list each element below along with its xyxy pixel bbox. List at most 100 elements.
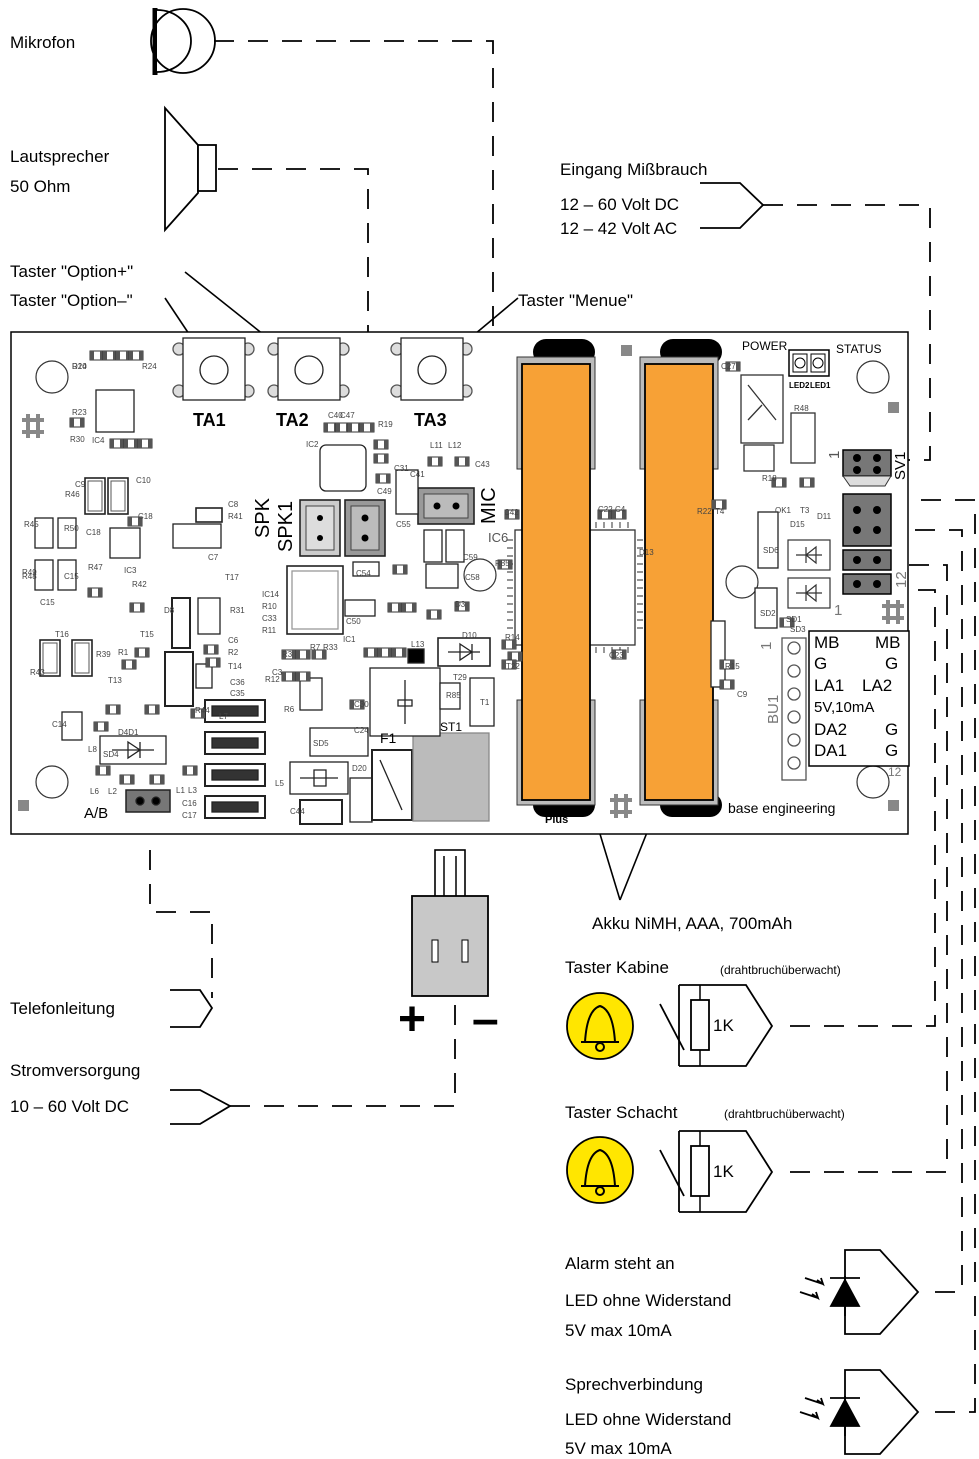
mic-connector	[417, 487, 475, 525]
component-label: C15	[64, 572, 79, 581]
battery-plus-bottom: Plus	[545, 814, 569, 826]
wire-telefon	[149, 850, 213, 998]
taster-kabine-symbol	[566, 984, 774, 1067]
led-sprech-symbol	[799, 1369, 920, 1455]
ta3-label: TA3	[414, 410, 447, 430]
component-label: C6	[228, 636, 239, 645]
component-label: R20	[72, 362, 87, 371]
taster-menue-label: Taster "Menue"	[518, 291, 634, 310]
led2-label: LED2	[789, 381, 810, 390]
component-label: C17	[182, 811, 197, 820]
component-label: R47	[88, 563, 103, 572]
wire-strom	[230, 1005, 456, 1107]
component-label: D8	[164, 606, 175, 615]
component-label: R22	[697, 507, 712, 516]
component-label: R48	[794, 404, 809, 413]
schacht-resistor-label: 1K	[713, 1162, 734, 1181]
eingang-missbrauch-label: Eingang Mißbrauch	[560, 160, 708, 179]
bu1-connector	[781, 637, 807, 781]
component-label: T1	[480, 698, 490, 707]
component-label: R45	[24, 520, 39, 529]
taster-schacht-label: Taster Schacht	[565, 1103, 678, 1122]
wire-sprech	[890, 499, 976, 1413]
num-12-bu: 12	[888, 765, 902, 779]
status-leds	[788, 349, 830, 377]
component-label: R1	[118, 648, 129, 657]
pin-row4: 5V,10mA	[814, 699, 875, 716]
component-label: T22	[506, 662, 520, 671]
base-engineering-label: base engineering	[728, 800, 836, 816]
power-label: POWER	[742, 339, 788, 353]
component-label: C59	[463, 553, 478, 562]
component-label: R85	[495, 559, 510, 568]
component-label: R3	[282, 650, 293, 659]
component-label: L13	[411, 640, 425, 649]
hash-marks	[22, 414, 904, 818]
component-label: L3	[188, 786, 197, 795]
component-label: T17	[225, 573, 239, 582]
plus-sign: +	[398, 993, 427, 1046]
component-label: C16	[182, 799, 197, 808]
pin-row3-right: LA2	[862, 676, 893, 695]
component-label: R43	[30, 668, 45, 677]
component-label: L6	[90, 787, 99, 796]
ta3-button	[390, 337, 473, 401]
component-label: R31	[230, 606, 245, 615]
battery-left	[516, 339, 596, 817]
strom-volt-label: 10 – 60 Volt DC	[10, 1097, 130, 1116]
eingang-bracket	[700, 182, 765, 229]
component-label: R41	[228, 512, 243, 521]
component-label: R49	[22, 568, 37, 577]
battery-plus-top: Plus	[666, 342, 690, 354]
component-label: C30	[354, 700, 369, 709]
component-label: R10	[262, 602, 277, 611]
wire-alarm	[890, 529, 963, 1293]
mic-label: MIC	[478, 487, 500, 524]
component-label: C50	[346, 617, 361, 626]
component-label: SD5	[313, 739, 329, 748]
pcb-components	[34, 389, 779, 825]
wire-kabine	[790, 589, 936, 1027]
component-label: C47	[340, 411, 355, 420]
spk-label: SPK	[252, 497, 274, 538]
pin-row1-right: MB	[875, 633, 901, 652]
component-label: D10	[462, 631, 477, 640]
component-label: C33	[262, 614, 277, 623]
st1-label: ST1	[440, 720, 463, 734]
taster-option-minus-label: Taster "Option–"	[10, 291, 133, 310]
component-label: L2	[108, 787, 117, 796]
component-label: C43	[475, 460, 490, 469]
component-label: R11	[262, 626, 277, 635]
pin-label-box	[808, 630, 910, 767]
sv1-label: SV1	[892, 451, 909, 480]
ab-label: A/B	[84, 805, 109, 822]
lautsprecher-label: Lautsprecher	[10, 147, 110, 166]
component-label: IC1	[343, 635, 356, 644]
component-label: R12	[265, 675, 280, 684]
f1-label: F1	[380, 730, 397, 746]
battery-right	[639, 339, 722, 817]
bu1-label: BU1	[765, 694, 782, 724]
telefon-bracket	[170, 989, 214, 1028]
component-label: T3	[800, 506, 810, 515]
component-label: D3	[455, 600, 466, 609]
component-label: R15	[725, 662, 740, 671]
component-label: C4	[615, 505, 626, 514]
component-label: L1	[176, 786, 185, 795]
led1-label: LED1	[810, 381, 831, 390]
component-label: OK1	[775, 506, 792, 515]
taster-kabine-note: (drahtbruchüberwacht)	[720, 963, 841, 977]
component-label: C23	[609, 651, 624, 660]
component-label: C44	[290, 807, 305, 816]
pin-row6-right: G	[885, 741, 899, 760]
component-label: SD1	[786, 615, 802, 624]
component-label: C54	[356, 569, 371, 578]
component-label: C49	[377, 487, 392, 496]
component-label: SD2	[760, 609, 776, 618]
component-label: C58	[465, 573, 480, 582]
component-label: C10	[136, 476, 151, 485]
component-label: C40	[328, 411, 343, 420]
component-label: SD4	[103, 750, 119, 759]
component-label: R30	[70, 435, 85, 444]
